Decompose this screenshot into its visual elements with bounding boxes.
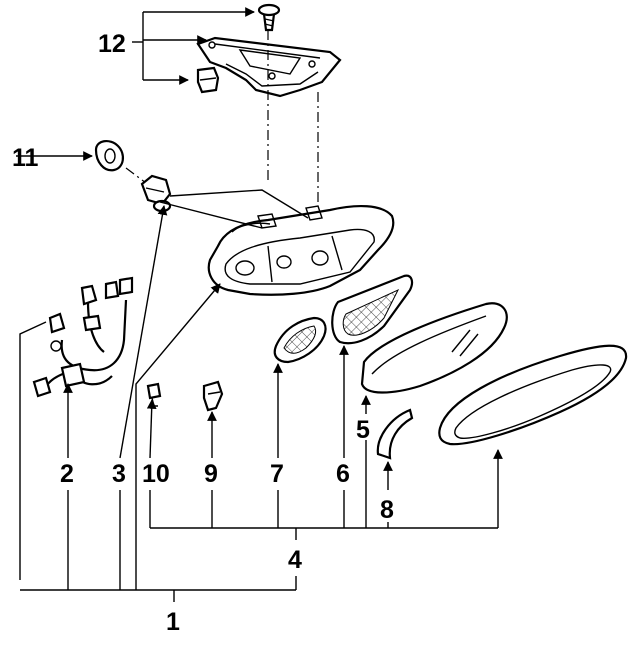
callout-11: 11 <box>12 144 39 172</box>
bracket-part-12 <box>196 36 342 98</box>
callout-8: 8 <box>380 496 394 524</box>
callout-3: 3 <box>112 460 126 488</box>
callout-4: 4 <box>288 546 302 574</box>
screw-part-12 <box>257 3 281 32</box>
clip-part-9 <box>202 380 224 412</box>
screw-part-10 <box>146 382 162 407</box>
lens-part-5 <box>360 302 508 394</box>
callout-7: 7 <box>270 460 284 488</box>
callout-6: 6 <box>336 460 350 488</box>
callout-1: 1 <box>166 608 180 636</box>
callout-2: 2 <box>60 460 74 488</box>
lens-part-7 <box>273 316 327 364</box>
harness-part-2 <box>32 276 134 398</box>
callout-10: 10 <box>142 460 170 488</box>
callout-9: 9 <box>204 460 218 488</box>
callout-12: 12 <box>98 30 126 58</box>
socket-part-3 <box>140 174 172 213</box>
bezel-part-4 <box>438 344 628 446</box>
leader-lines <box>19 205 503 602</box>
callout-5: 5 <box>356 416 370 444</box>
seal-part-8 <box>376 408 414 460</box>
grommet-part-11 <box>16 140 124 172</box>
clip-part-12 <box>196 66 220 94</box>
callout-labels: 12 11 2 3 10 9 7 6 5 8 4 1 <box>12 30 394 636</box>
leader-12 <box>132 7 255 85</box>
lamp-housing <box>159 189 395 296</box>
lens-part-6 <box>331 274 414 345</box>
